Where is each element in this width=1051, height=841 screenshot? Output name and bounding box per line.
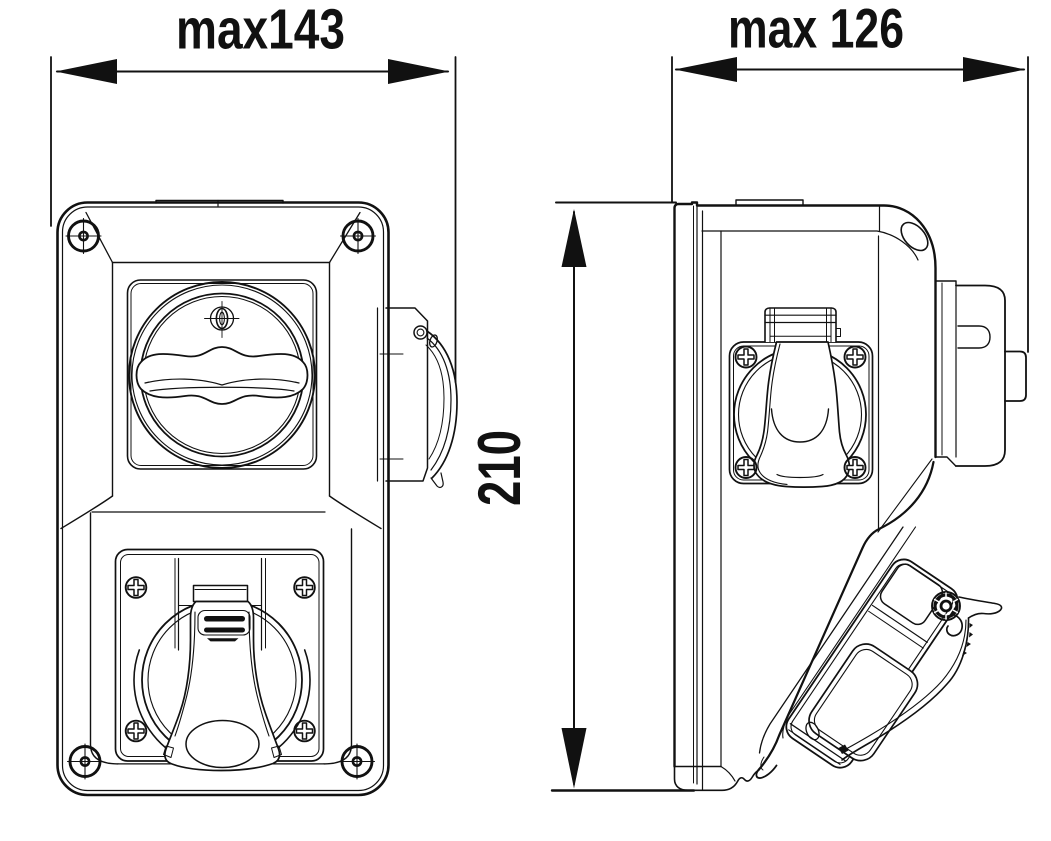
svg-text:max143: max143 — [176, 0, 345, 62]
svg-text:max 126: max 126 — [728, 0, 904, 60]
svg-text:210: 210 — [466, 430, 533, 506]
